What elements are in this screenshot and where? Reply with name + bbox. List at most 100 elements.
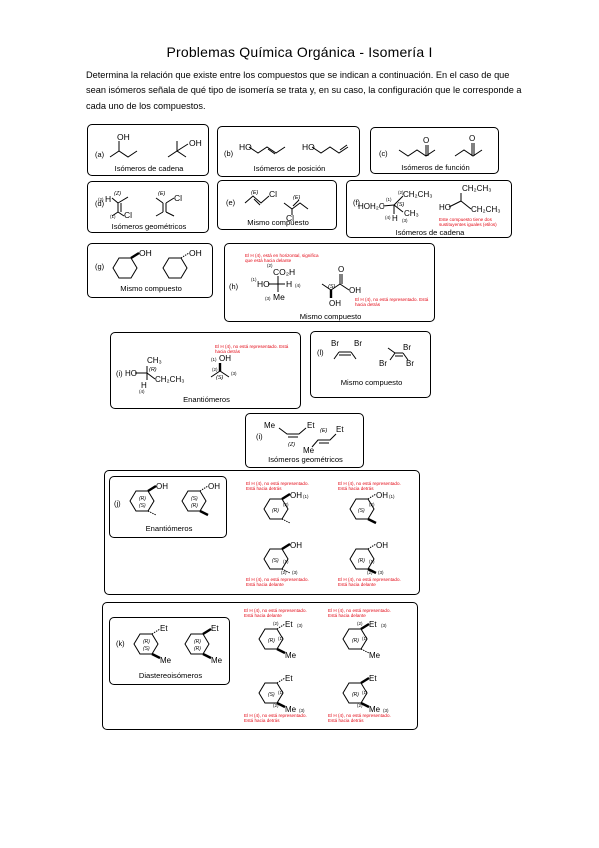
problem-h-box: (h) El H (4), está en horizontal, signif… [224,243,435,322]
problem-j-oh-2: OH [208,482,220,491]
problem-j-s-2: (S) [191,496,198,502]
problem-c-structures: O O [398,134,483,157]
problem-e-box: (e) Cl Cl (E) (E) Mismo compuesto [217,180,337,230]
problem-c-answer: Isómeros de función [401,163,470,172]
problem-j-loc-2b: (2) [369,502,375,507]
problem-h-note-bottom: El H (4), no está representado. Está hac… [355,297,429,308]
problem-d-z-descriptor: (Z) [114,191,121,197]
problem-j-note-1: El H (4), no está representado. Está hac… [246,481,309,492]
problem-k-loc-2a: (2) [273,621,279,626]
problem-d-h: H [105,194,111,204]
problem-k-box: (k) Et Me Et Me (R) (S) (R) (R) Diastere… [102,602,418,730]
problem-i2-structures: Me Et Me Et (Z) (E) [264,421,344,455]
problem-b-ho-1: HO [239,142,252,152]
problem-f-ch3: CH₃ [404,209,419,218]
problem-i-ch3: CH₃ [147,356,162,365]
problem-k-me-2: Me [211,656,223,665]
problem-j-assignments: OH OH OH OH (R) (S) (S) (R) (1) (1) (2) … [263,491,395,575]
problem-i2-et-1: Et [307,421,315,430]
problem-h-co2h: CO₂H [273,267,295,277]
problem-k-me-6: Me [369,705,381,714]
problem-k-loc-3b: (3) [381,623,387,628]
problem-a-box: (a) OH OH Isómeros de cadena [87,124,209,176]
problem-j-oh-1: OH [156,482,168,491]
problem-l-br-2: Br [354,339,362,348]
problem-k-et-1: Et [160,624,168,633]
problem-k-r-2: (R) [194,639,201,645]
problem-j-box: (j) OH OH (R) (S) (S) (R) Enantiómeros E… [104,470,420,595]
problem-f-tag: (f) [353,198,360,207]
problem-e-cl-1: Cl [269,189,277,199]
problem-l-box: (l) Br Br Br Br Br Mismo compuesto [310,331,431,398]
problem-d-loc-2: (2) [98,197,104,202]
problem-j-r-3: (R) [272,508,279,514]
problem-h-tag: (h) [229,282,239,291]
problem-k-loc-1a: (1) [278,636,284,641]
problem-k-r-6: (R) [352,692,359,698]
problem-e-tag: (e) [226,198,236,207]
page-title: Problemas Química Orgánica - Isomería I [166,44,433,60]
problem-h-loc-2: (2) [267,263,273,268]
problem-d-loc-1: (1) [110,214,116,219]
problem-i-s-descriptor: (S) [216,375,224,381]
problem-g-tag: (g) [95,262,105,271]
problem-d-answer: Isómeros geométricos [111,222,187,231]
problem-j-oh-3: OH [290,491,302,500]
problem-h-o: O [338,265,344,274]
problem-k-answer: Diastereoisómeros [138,671,203,680]
problem-b-box: (b) HO HO Isómeros de posición [217,126,360,177]
problem-d-tag: (d) [95,199,105,208]
problem-f-loc-2: (2) [398,190,404,195]
problem-j-note-2: El H (4), no está representado. Está hac… [338,481,401,492]
problem-l-br-1: Br [331,339,339,348]
problem-e-e-descriptor-2: (E) [293,195,301,201]
problem-c-box: (c) O O Isómeros de función [370,127,499,174]
problem-k-me-1: Me [160,656,172,665]
problem-i2-box: (i) Me Et Me Et (Z) (E) Isómeros geométr… [245,413,364,468]
problem-f-ch2ch3-2: CH₂CH₃ [471,205,500,214]
problem-k-et-6: Et [369,674,377,683]
intro-text: Determina la relación que existe entre l… [86,70,522,111]
problem-i2-me-1: Me [264,421,276,430]
problem-k-note-4: El H (4), no está representado. Está hac… [328,713,391,724]
problem-a-structures: OH OH [109,132,202,158]
problem-k-loc-2c: (2) [273,703,279,708]
problem-a-oh-2: OH [189,138,202,148]
problem-k-me-5: Me [285,705,297,714]
problem-j-note-4: El H (4), no está representado. Está hac… [338,577,401,588]
problem-d-cl-2: Cl [174,193,182,203]
problem-i-ho: HO [125,369,137,378]
problem-i-ch2ch3: CH₂CH₃ [155,375,184,384]
problem-h-loc-1: (1) [251,277,257,282]
problem-a-answer: Isómeros de cadena [114,164,184,173]
problem-g-oh-1: OH [139,248,152,258]
problem-k-note-2: El H (4), no está representado. Está hac… [328,608,391,619]
problem-i2-e-descriptor: (E) [320,428,328,434]
problem-f-ch2ch3-1: CH₂CH₃ [403,190,432,199]
problem-c-tag: (c) [379,149,388,158]
problem-e-cl-2: Cl [286,213,294,223]
problem-j-inner-box: (j) OH OH (R) (S) (S) (R) Enantiómeros [109,476,227,538]
problem-k-loc-3c: (3) [299,708,305,713]
problem-k-loc-1d: (1) [362,690,368,695]
problem-j-r-4: (R) [358,558,365,564]
problem-i-r-descriptor: (R) [149,367,157,373]
problem-i2-answer: Isómeros geométricos [268,455,343,464]
problem-b-tag: (b) [224,149,234,158]
problem-k-et-3: Et [285,620,293,629]
problem-i-answer: Enantiómeros [183,395,230,404]
problem-j-r-2: (R) [191,503,198,509]
problem-h-ho: HO [257,279,270,289]
problem-e-structures: Cl Cl (E) (E) [244,189,309,223]
problem-d-e-descriptor: (E) [158,191,166,197]
problem-l-br-3: Br [403,343,411,352]
problem-k-loc-3a: (3) [297,623,303,628]
problem-i-note: El H (4), no está representado. Está hac… [215,344,289,355]
problem-k-loc-1c: (1) [278,690,284,695]
problem-j-loc-1c: (1) [283,559,289,564]
problem-b-structures: HO HO [239,142,349,155]
problem-h-h: H [286,279,292,289]
problem-f-hoh2c: HOH₂C [358,202,385,211]
problem-h-oh-2: OH [329,299,341,308]
problem-g-structures: OH OH [112,248,202,279]
